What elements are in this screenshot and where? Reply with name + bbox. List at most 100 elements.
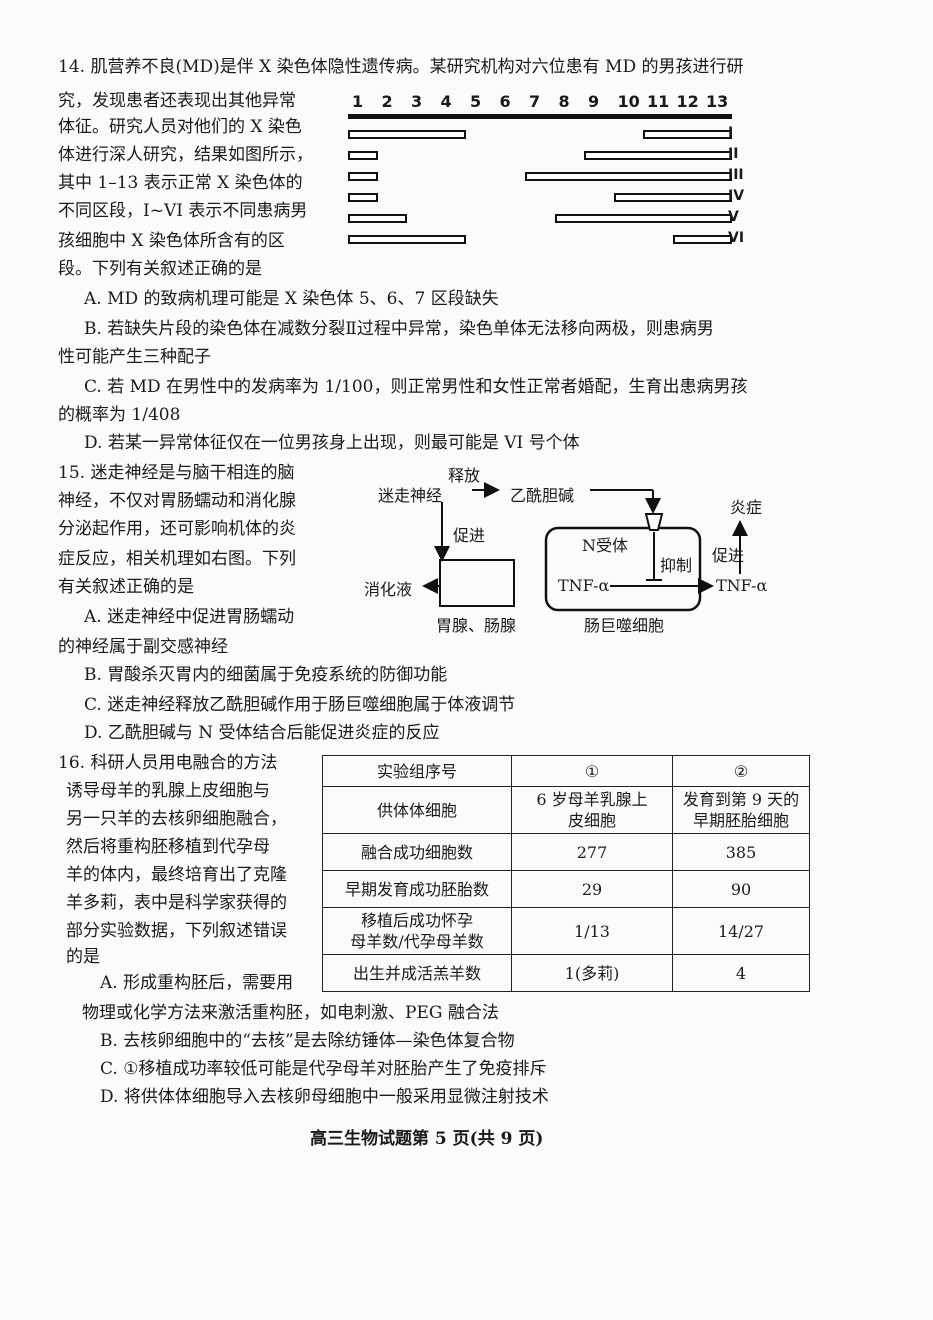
q14-line: 段。下列有关叙述正确的是 (58, 259, 262, 279)
q15-option-a-cont: 的神经属于副交感神经 (58, 637, 228, 657)
q16-line: 然后将重构胚移植到代孕母 (66, 837, 270, 857)
table-cell: 385 (672, 833, 810, 871)
segment-number: 12 (676, 92, 699, 111)
q16-option-c: C. ①移植成功率较低可能是代孕母羊对胚胎产生了免疫排斥 (100, 1059, 547, 1079)
normal-x-chromosome (348, 114, 732, 119)
q14-option-d: D. 若某一异常体征仅在一位男孩身上出现，则最可能是 VI 号个体 (84, 433, 580, 453)
q14-option-b: B. 若缺失片段的染色体在减数分裂Ⅱ过程中异常，染色单体无法移向两极，则患病男 (84, 319, 714, 339)
q15-line: 有关叙述正确的是 (58, 577, 194, 597)
glands-label: 胃腺、肠腺 (436, 616, 517, 635)
promote-label-2: 促进 (712, 546, 745, 565)
chromosome-segment-bar (584, 151, 732, 160)
q16-line: 羊多莉，表中是科学家获得的 (66, 893, 287, 913)
q14-option-b-cont: 性可能产生三种配子 (58, 347, 211, 367)
table-cell: 29 (511, 870, 673, 908)
segment-number: 8 (558, 92, 570, 111)
patient-label: V (728, 209, 739, 225)
table-cell: 4 (672, 954, 810, 992)
vagus-label: 迷走神经 (378, 486, 443, 505)
segment-number: 5 (470, 92, 482, 111)
vagus-mechanism-diagram: 迷走神经 释放 乙酰胆碱 促进 炎症 N受体 抑制 促进 消化液 TNF-α T… (360, 462, 780, 642)
promote-label: 促进 (453, 526, 486, 545)
chromosome-segment-bar (643, 130, 732, 139)
segment-number: 4 (440, 92, 452, 111)
q14-option-c-cont: 的概率为 1/408 (58, 405, 181, 425)
q14-option-a: A. MD 的致病机理可能是 X 染色体 5、6、7 区段缺失 (84, 289, 499, 309)
q14-option-c: C. 若 MD 在男性中的发病率为 1/100，则正常男性和女性正常者婚配，生育… (84, 377, 748, 397)
q14-line: 究，发现患者还表现出其他异常 (58, 91, 296, 111)
chromosome-segment-bar (525, 172, 732, 181)
q15-option-a: A. 迷走神经中促进胃肠蠕动 (84, 607, 295, 627)
table-cell: ② (672, 755, 810, 787)
chromosome-segment-bar (672, 235, 732, 244)
q16-line: 16. 科研人员用电融合的方法 (58, 753, 278, 773)
chromosome-segment-bar (348, 130, 466, 139)
segment-number: 7 (529, 92, 541, 111)
flow-arrows (422, 482, 748, 612)
q15-option-b: B. 胃酸杀灭胃内的细菌属于免疫系统的防御功能 (84, 665, 448, 685)
chromosome-segment-bar (348, 151, 378, 160)
release-label: 释放 (448, 466, 481, 485)
tnf-label: TNF-α (558, 576, 610, 595)
table-cell: 14/27 (672, 907, 810, 955)
segment-number: 13 (706, 92, 729, 111)
inhibit-label: 抑制 (660, 556, 693, 575)
table-cell: 出生并成活羔羊数 (322, 954, 512, 992)
q16-option-a-cont: 物理或化学方法来激活重构胚，如电刺激、PEG 融合法 (82, 1003, 499, 1023)
patient-label: I (728, 125, 734, 141)
q15-option-d: D. 乙酰胆碱与 N 受体结合后能促进炎症的反应 (84, 723, 440, 743)
segment-number: 2 (381, 92, 393, 111)
q15-line: 分泌起作用，还可影响机体的炎 (58, 519, 296, 539)
table-cell: 供体体细胞 (322, 786, 512, 834)
inflammation-label: 炎症 (730, 498, 763, 517)
chromosome-segment-bar (348, 235, 466, 244)
patient-label: VI (728, 230, 745, 246)
table-cell: 1(多莉) (511, 954, 673, 992)
patient-label: IV (728, 188, 745, 204)
q15-line: 神经，不仅对胃肠蠕动和消化腺 (58, 491, 296, 511)
table-cell: 6 岁母羊乳腺上皮细胞 (511, 786, 673, 834)
page-footer: 高三生物试题第 5 页(共 9 页) (310, 1129, 544, 1149)
chromosome-segment-bar (348, 172, 378, 181)
q15-option-c: C. 迷走神经释放乙酰胆碱作用于肠巨噬细胞属于体液调节 (84, 695, 516, 715)
q14-line: 孩细胞中 X 染色体所含有的区 (58, 231, 285, 251)
ach-label: 乙酰胆碱 (510, 486, 575, 505)
segment-number: 1 (352, 92, 364, 111)
q16-option-a: A. 形成重构胚后，需要用 (100, 973, 294, 993)
q15-line: 症反应，相关机理如右图。下列 (58, 549, 296, 569)
table-cell: ① (511, 755, 673, 787)
table-cell: 融合成功细胞数 (322, 833, 512, 871)
q14-line: 不同区段，I~VI 表示不同患病男 (58, 201, 308, 221)
q14-line: 体进行深人研究，结果如图所示， (58, 145, 313, 165)
q16-option-d: D. 将供体体细胞导入去核卵母细胞中一般采用显微注射技术 (100, 1087, 549, 1107)
q14-line: 14. 肌营养不良(MD)是伴 X 染色体隐性遗传病。某研究机构对六位患有 MD… (58, 57, 744, 77)
segment-number: 3 (411, 92, 423, 111)
q16-line: 羊的体内，最终培育出了克隆 (66, 865, 287, 885)
table-cell: 移植后成功怀孕母羊数/代孕母羊数 (322, 907, 512, 955)
q14-line: 其中 1–13 表示正常 X 染色体的 (58, 173, 303, 193)
digestive-fluid-label: 消化液 (364, 580, 413, 599)
segment-number: 9 (588, 92, 600, 111)
chromosome-segment-bar (348, 193, 378, 202)
patient-label: II (728, 146, 739, 162)
table-cell: 早期发育成功胚胎数 (322, 870, 512, 908)
chromosome-segment-bar (554, 214, 732, 223)
segment-number: 6 (499, 92, 511, 111)
q15-line: 15. 迷走神经是与脑干相连的脑 (58, 463, 295, 483)
q16-option-b: B. 去核卵细胞中的“去核”是去除纺锤体—染色体复合物 (100, 1031, 515, 1051)
q14-line: 体征。研究人员对他们的 X 染色 (58, 117, 302, 137)
patient-label: III (728, 167, 744, 183)
segment-number: 10 (617, 92, 640, 111)
table-cell: 1/13 (511, 907, 673, 955)
segment-number: 11 (647, 92, 670, 111)
table-cell: 实验组序号 (322, 755, 512, 787)
table-cell: 277 (511, 833, 673, 871)
